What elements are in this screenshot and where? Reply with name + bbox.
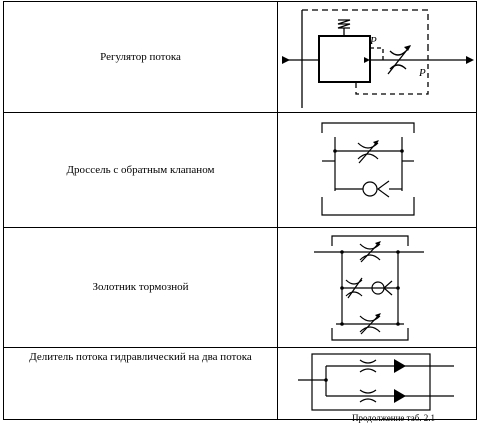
symbol-cell bbox=[277, 347, 477, 420]
row-name-brake-spool: Золотник тормозной bbox=[3, 227, 278, 348]
symbols-table: Регулятор потока bbox=[3, 1, 477, 420]
table-row: Регулятор потока bbox=[3, 1, 477, 113]
row-name-flow-regulator: Регулятор потока bbox=[3, 1, 278, 113]
flow-regulator-symbol: Р Р bbox=[282, 9, 474, 108]
symbol-cell bbox=[277, 112, 477, 228]
letter-p2: Р bbox=[418, 67, 426, 79]
throttle-check-valve-symbol bbox=[321, 122, 415, 216]
table-row: Дроссель с обратным клапаном bbox=[3, 112, 477, 228]
table-row: Золотник тормозной bbox=[3, 227, 477, 348]
brake-spool-symbol bbox=[314, 235, 424, 341]
symbol-cell: Р Р bbox=[277, 1, 477, 113]
row-name-flow-divider: Делитель потока гидравлический на два по… bbox=[3, 347, 278, 420]
continuation-note: Продолжение таб. 2.1 bbox=[352, 413, 436, 423]
table-row: Делитель потока гидравлический на два по… bbox=[3, 347, 477, 420]
flow-divider-symbol bbox=[298, 353, 454, 411]
letter-p1: Р bbox=[369, 35, 377, 47]
row-name-throttle-check: Дроссель с обратным клапаном bbox=[3, 112, 278, 228]
symbol-cell bbox=[277, 227, 477, 348]
